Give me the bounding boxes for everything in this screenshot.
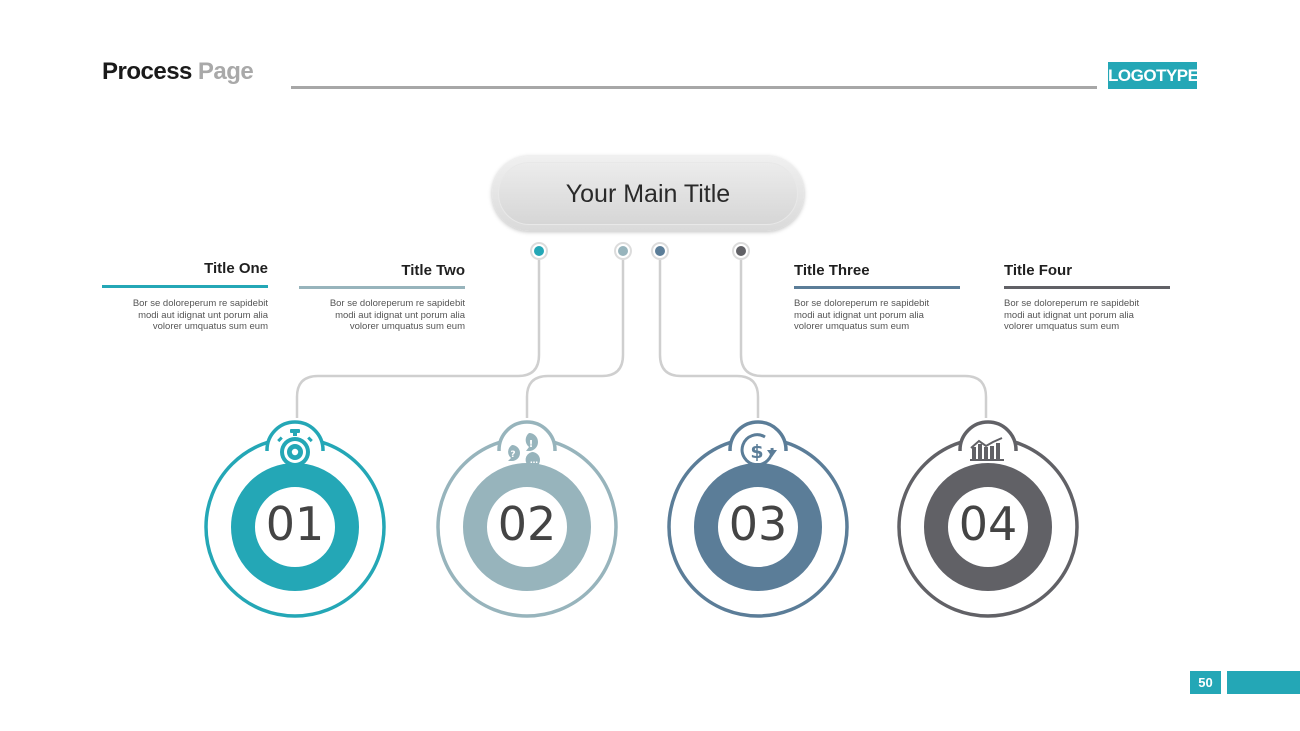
step-text-02: Bor se doloreperum re sapidebit modi aut…	[329, 298, 465, 332]
step-number-03: 03	[728, 497, 788, 551]
svg-text:$: $	[750, 441, 763, 463]
chat-bubbles-icon	[508, 433, 540, 471]
step-text-01: Bor se doloreperum re sapidebit modi aut…	[132, 298, 268, 332]
step-bar-04	[1004, 286, 1170, 289]
step-number-04: 04	[958, 497, 1018, 551]
page-number-bar	[1227, 671, 1300, 694]
step-title-02: Title Two	[401, 262, 465, 279]
page-number: 50	[1190, 671, 1221, 694]
step-bar-03	[794, 286, 960, 289]
step-label-04: Title Four Bor se doloreperum re sapideb…	[1004, 262, 1170, 333]
svg-text:?: ?	[510, 450, 515, 460]
step-label-02: Title Two Bor se doloreperum re sapidebi…	[299, 262, 465, 333]
main-title-box: Your Main Title	[492, 156, 804, 231]
connector-dots	[530, 242, 750, 260]
step-title-01: Title One	[204, 260, 268, 277]
header-rule	[291, 86, 1097, 89]
step-bar-01	[102, 285, 268, 288]
connector-01	[295, 258, 541, 418]
page-title-part1: Process	[102, 58, 192, 85]
step-number-02: 02	[497, 497, 557, 551]
step-text-03: Bor se doloreperum re sapidebit modi aut…	[794, 298, 930, 332]
main-title: Your Main Title	[565, 180, 731, 208]
main-title-inner: Your Main Title	[498, 162, 798, 225]
page-title-part2: Page	[197, 58, 254, 85]
connector-03	[658, 258, 760, 418]
dollar-refresh-icon: $	[740, 433, 777, 467]
bar-chart-icon	[970, 437, 1004, 461]
step-circle-04	[897, 420, 1079, 618]
step-title-03: Title Three	[794, 262, 870, 279]
step-number-01: 01	[265, 497, 325, 551]
connector-02	[525, 258, 625, 418]
step-title-04: Title Four	[1004, 262, 1073, 279]
logo: LOGOTYPE	[1108, 62, 1199, 89]
step-circle-02: ! ? …	[436, 420, 618, 618]
step-label-01: Title One Bor se doloreperum re sapidebi…	[102, 260, 268, 333]
step-circle-01	[204, 420, 386, 618]
step-text-04: Bor se doloreperum re sapidebit modi aut…	[1004, 298, 1140, 332]
svg-text:!: !	[529, 439, 534, 450]
svg-text:…: …	[530, 456, 538, 465]
step-label-03: Title Three Bor se doloreperum re sapide…	[794, 262, 960, 333]
step-circle-03: $	[667, 420, 849, 618]
connector-04	[739, 258, 988, 418]
step-bar-02	[299, 286, 465, 289]
stopwatch-gear-icon	[277, 429, 313, 467]
